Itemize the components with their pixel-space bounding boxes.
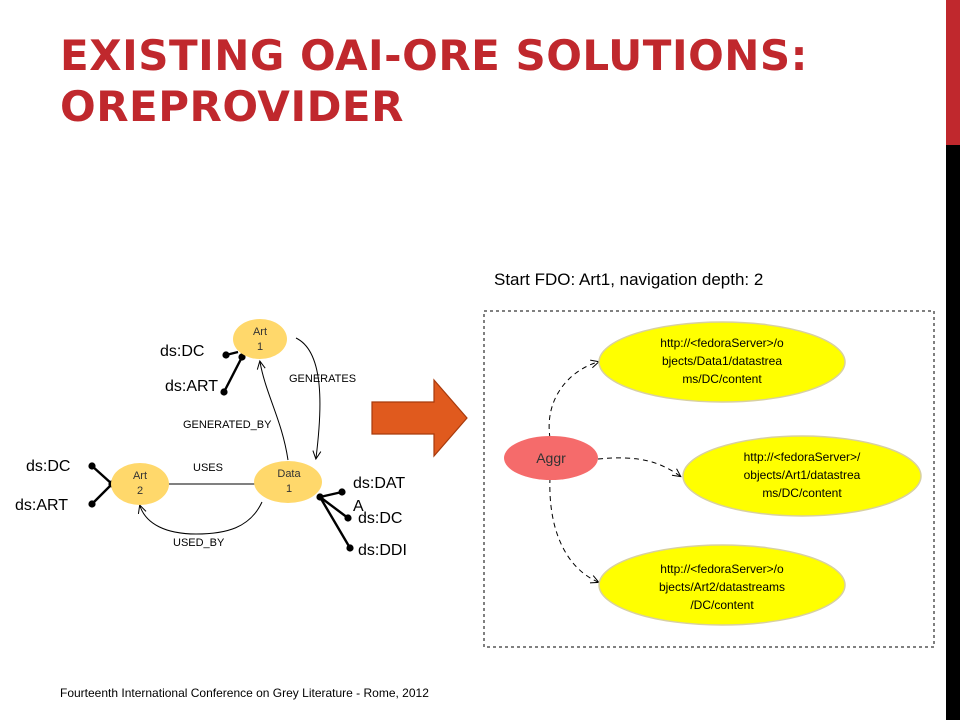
url-node-art1: http://<fedoraServer>/ objects/Art1/data… <box>682 435 922 517</box>
edge-generated-by <box>260 362 289 461</box>
art2-ds-connectors <box>91 465 113 505</box>
ds-label-art1-art: ds:ART <box>165 378 218 395</box>
footer-text: Fourteenth International Conference on G… <box>60 686 429 700</box>
ds-label-data1-dc: ds:DC <box>358 510 402 527</box>
url-node-data1-line3: ms/DC/content <box>682 372 762 386</box>
url-node-art1-line1: http://<fedoraServer>/ <box>744 450 861 464</box>
url-node-art2-line3: /DC/content <box>690 598 754 612</box>
url-node-art2: http://<fedoraServer>/o bjects/Art2/data… <box>598 544 846 626</box>
ds-label-art2-art: ds:ART <box>15 497 68 514</box>
url-node-art1-line2: objects/Art1/datastrea <box>744 468 861 482</box>
start-fdo-caption: Start FDO: Art1, navigation depth: 2 <box>494 270 764 289</box>
node-art2: Art 2 <box>111 463 169 505</box>
aggr-edge-art1 <box>597 457 680 476</box>
ds-label-data1-data-line1: ds:DAT <box>353 475 405 492</box>
node-aggr-label: Aggr <box>536 450 566 466</box>
url-node-art1-line3: ms/DC/content <box>762 486 842 500</box>
node-data1: Data 1 <box>254 461 322 503</box>
aggregation-frame <box>483 310 935 648</box>
node-data1-label-line1: Data <box>277 468 301 480</box>
node-art1: Art 1 <box>233 319 287 359</box>
edge-label-generated-by: GENERATED_BY <box>183 419 272 431</box>
aggr-edge-data1 <box>548 362 598 439</box>
url-node-art2-line1: http://<fedoraServer>/o <box>660 562 784 576</box>
edge-used-by <box>140 501 263 535</box>
edge-label-uses: USES <box>193 462 223 474</box>
ds-label-art1-dc: ds:DC <box>160 343 204 360</box>
node-art2-label-line1: Art <box>133 470 147 482</box>
ds-label-data1-ddi: ds:DDI <box>358 542 407 559</box>
node-data1-label-line2: 1 <box>286 483 292 495</box>
slide-title-line-2: OREPROVIDER <box>60 82 404 131</box>
url-node-art2-line2: bjects/Art2/datastreams <box>659 580 785 594</box>
ds-label-art2-dc: ds:DC <box>26 458 70 475</box>
url-node-data1-line1: http://<fedoraServer>/o <box>660 336 784 350</box>
url-node-data1-line2: bjects/Data1/datastrea <box>662 354 782 368</box>
side-accent-bar-red <box>946 0 960 145</box>
edge-generates <box>295 337 320 458</box>
slide-title-line-1: EXISTING OAI-ORE SOLUTIONS: <box>60 31 808 80</box>
aggr-edge-art2 <box>549 477 598 582</box>
node-art1-label-line2: 1 <box>257 341 263 353</box>
edge-label-used-by: USED_BY <box>173 537 225 549</box>
transition-arrow <box>371 378 468 458</box>
edge-label-generates: GENERATES <box>289 373 356 385</box>
node-art2-label-line2: 2 <box>137 485 143 497</box>
side-accent-bar-black <box>946 145 960 720</box>
data1-ds-connectors <box>318 490 352 549</box>
slide-title: EXISTING OAI-ORE SOLUTIONS: OREPROVIDER <box>60 30 920 132</box>
ds-label-data1-data-line2: A <box>353 498 364 515</box>
url-node-data1: http://<fedoraServer>/o bjects/Data1/dat… <box>598 321 846 403</box>
ds-dots <box>88 351 354 552</box>
node-art1-label-line1: Art <box>253 326 267 338</box>
node-aggr: Aggr <box>504 436 598 480</box>
